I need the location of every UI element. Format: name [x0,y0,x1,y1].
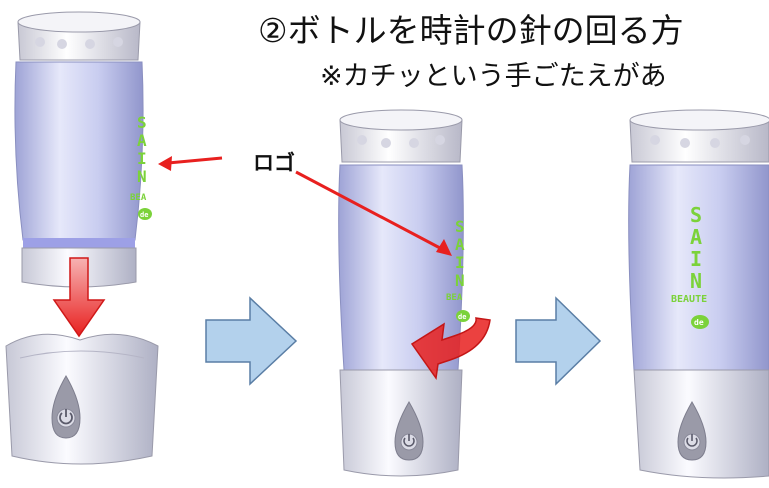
logo-left: S A I N BEA de [130,113,152,220]
logo-letter-i: I [455,253,465,272]
logo-letter-i: I [137,149,147,168]
logo-letter-s: S [137,113,147,132]
logo-letter-n: N [137,167,147,186]
rotate-arrow-icon [410,317,491,380]
step-note: ※カチッという手ごたえがあ [320,61,667,92]
logo-letter-s: S [455,217,465,236]
arrow-right-icon [515,296,602,386]
logo-badge: de [458,313,466,321]
arrow-down-icon [52,257,106,338]
logo-letter-a: A [137,131,147,150]
logo-letter-a: A [455,235,465,254]
arrow-right-icon [205,296,298,386]
logo-beaute: BEA [446,293,463,303]
callout-pointer [158,156,452,256]
logo-letter-n: N [690,269,702,293]
bottle-left [14,11,144,288]
bottle-right [628,109,769,479]
logo-letter-s: S [690,203,702,227]
bottle-middle [338,109,464,477]
logo-letter-a: A [690,225,702,249]
step-title: ②ボトルを時計の針の回る方 [258,11,684,50]
logo-callout-label: ロゴ [253,151,295,175]
logo-letter-i: I [690,247,702,271]
logo-beaute: BEA [130,193,147,203]
base-left [5,333,159,465]
logo-badge: de [694,318,704,327]
logo-badge: de [140,211,148,219]
logo-middle: S A I N BEA de [446,217,470,322]
logo-letter-n: N [455,271,465,290]
logo-beaute: BEAUTE [671,294,707,305]
logo-right: S A I N BEAUTE de [671,203,709,329]
